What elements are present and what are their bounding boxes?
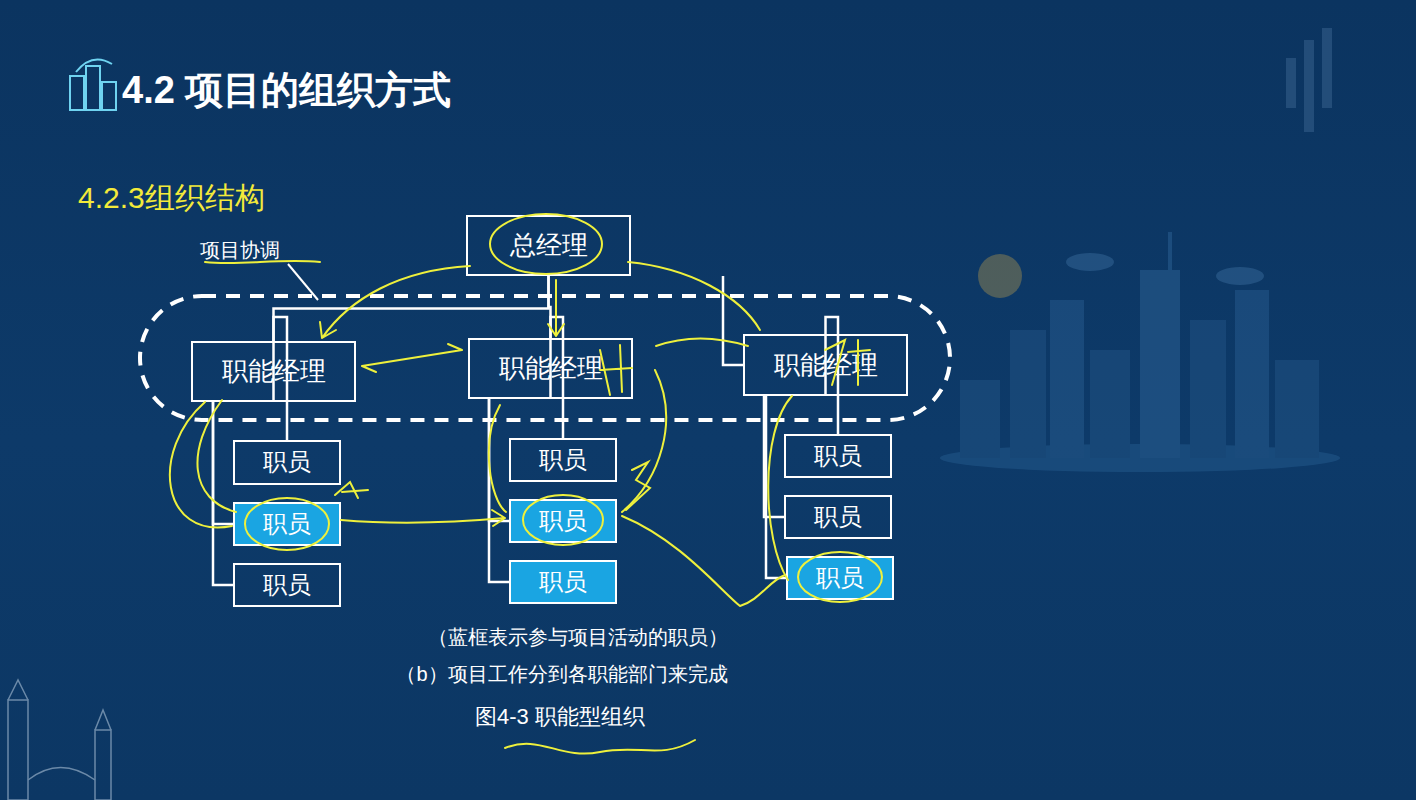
building: [1275, 360, 1319, 458]
tower: [8, 700, 28, 800]
annotation-underline: [505, 740, 695, 754]
annotation-curve: [197, 400, 236, 512]
building: [1090, 350, 1130, 458]
annotation-underline: [205, 261, 320, 263]
staff-box: 职员: [233, 563, 341, 607]
city-skyline: [940, 232, 1340, 472]
annotation-curve: [622, 370, 666, 512]
staff-box: 职员: [784, 495, 892, 539]
org-connector: [723, 276, 743, 365]
figure-caption: 图4-3 职能型组织: [260, 704, 860, 730]
tower-roof: [95, 710, 111, 730]
annotation-curve: [622, 516, 785, 606]
corner-logo: [1286, 28, 1332, 132]
icon-building: [70, 76, 84, 110]
note-text: （蓝框表示参与项目活动的职员）: [278, 625, 878, 649]
antenna: [1168, 232, 1172, 272]
annotation-curve: [170, 402, 232, 527]
building: [960, 380, 1000, 458]
manager-box: 总经理: [466, 215, 631, 276]
annotation-curve: [768, 396, 792, 580]
tower: [95, 730, 111, 800]
box-text: 职员: [539, 447, 587, 473]
org-connector: [213, 402, 233, 524]
logo-bar: [1322, 28, 1332, 108]
manager-box: 职能经理: [743, 334, 908, 396]
building: [1140, 270, 1180, 458]
sun: [978, 254, 1022, 298]
annotation-curve: [628, 262, 760, 330]
logo-bar: [1304, 40, 1314, 132]
staff-box: 职员: [509, 560, 617, 604]
annotation-circle: [490, 214, 602, 274]
box-text: 职员: [263, 572, 311, 598]
cloud: [1066, 253, 1114, 271]
annotation-curve: [489, 405, 506, 512]
annotation-arrow: [548, 280, 564, 336]
annotation-curve: [656, 338, 748, 346]
annotation-arrow: [362, 344, 462, 372]
manager-box: 职能经理: [191, 341, 356, 402]
slide-title: 4.2 项目的组织方式: [122, 68, 451, 114]
box-text: 职员: [539, 569, 587, 595]
org-connector: [489, 399, 509, 582]
coordination-band: [140, 296, 950, 420]
manager-box: 职能经理: [468, 338, 633, 399]
title-icon: [70, 60, 116, 111]
building: [1235, 290, 1269, 458]
org-connector: [766, 396, 786, 578]
note-text: （b）项目工作分到各职能部门来完成: [262, 662, 862, 686]
staff-box: 职员: [233, 502, 341, 546]
building: [1190, 320, 1226, 458]
tower-roof: [8, 680, 28, 700]
annotation-arrow: [341, 510, 505, 526]
box-text: 职能经理: [222, 357, 326, 386]
box-text: 职能经理: [499, 354, 603, 383]
annotation-mark: [626, 462, 650, 510]
box-text: 职员: [263, 511, 311, 537]
staff-box: 职员: [786, 556, 894, 600]
logo-bar: [1286, 58, 1296, 108]
bridge: [28, 768, 95, 781]
icon-arrow: [76, 60, 112, 73]
staff-box: 职员: [509, 438, 617, 482]
tower-sketch: [8, 680, 111, 800]
annotation-strokes: [170, 214, 882, 754]
staff-box: 职员: [233, 440, 341, 485]
icon-building: [102, 82, 116, 110]
box-text: 职员: [263, 449, 311, 475]
building: [1050, 300, 1084, 458]
box-text: 总经理: [510, 231, 588, 260]
cloud: [1216, 267, 1264, 285]
icon-building: [86, 66, 100, 110]
box-text: 职员: [814, 443, 862, 469]
box-text: 职员: [539, 508, 587, 534]
leader-line: [288, 264, 318, 300]
org-connector: [274, 276, 549, 341]
building: [1010, 330, 1046, 458]
org-connector: [489, 399, 509, 521]
org-connector: [764, 396, 784, 517]
annotation-arrow: [320, 266, 470, 338]
staff-box: 职员: [784, 434, 892, 478]
org-connector: [549, 276, 551, 338]
org-connector: [213, 402, 233, 585]
box-text: 职员: [816, 565, 864, 591]
box-text: 职员: [814, 504, 862, 530]
box-text: 职能经理: [774, 351, 878, 380]
annotation-mark: [600, 345, 632, 395]
band-label: 项目协调: [200, 238, 280, 262]
section-heading: 4.2.3组织结构: [78, 180, 265, 216]
staff-box: 职员: [509, 499, 617, 543]
